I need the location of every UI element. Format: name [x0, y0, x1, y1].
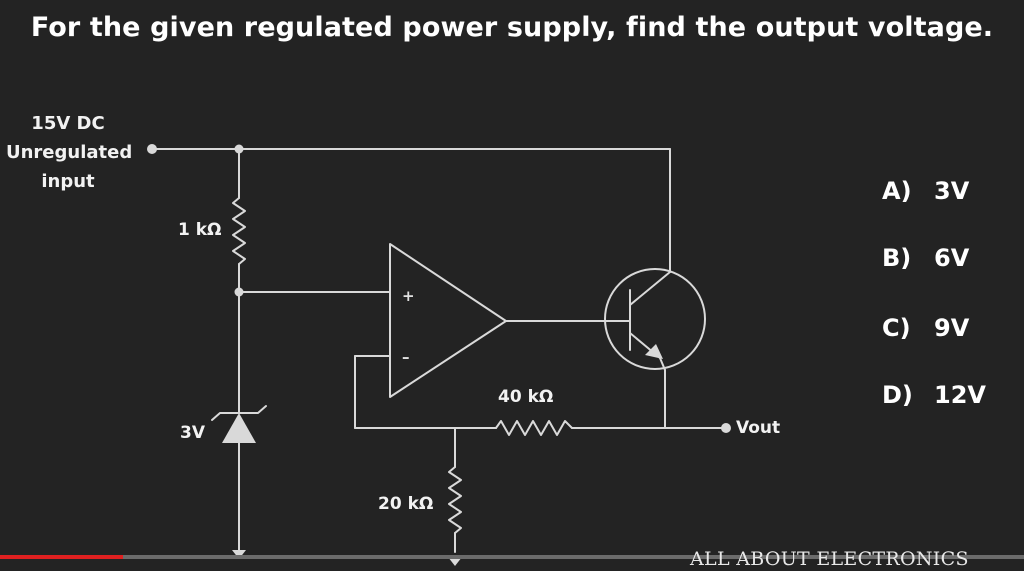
ground-arrow-left	[232, 550, 246, 559]
output-terminal	[721, 423, 731, 433]
option-c[interactable]: C) 9V	[882, 314, 969, 342]
label-40k: 40 kΩ	[498, 387, 554, 407]
option-b-letter: B)	[882, 244, 912, 272]
option-d-value: 12V	[934, 381, 986, 409]
option-d[interactable]: D) 12V	[882, 381, 986, 409]
junction-top	[234, 144, 244, 154]
option-d-letter: D)	[882, 381, 913, 409]
option-c-letter: C)	[882, 314, 911, 342]
transistor-circle	[604, 268, 706, 370]
input-label: 15V DC Unregulated input	[6, 109, 133, 196]
question-title: For the given regulated power supply, fi…	[30, 12, 994, 43]
video-progress-fill	[0, 555, 123, 559]
ground-arrow-right	[448, 557, 462, 566]
input-label-line-1: 15V DC	[31, 113, 105, 134]
option-c-value: 9V	[934, 314, 970, 342]
brand-watermark: ALL ABOUT ELECTRONICS	[690, 548, 969, 570]
option-b[interactable]: B) 6V	[882, 244, 969, 272]
label-1k: 1 kΩ	[178, 220, 222, 240]
option-a[interactable]: A) 3V	[882, 177, 969, 205]
label-20k: 20 kΩ	[378, 494, 434, 514]
wire-emitter	[659, 357, 666, 371]
resistor-20k	[448, 466, 462, 534]
input-terminal	[147, 144, 157, 154]
input-label-line-3: input	[41, 171, 95, 192]
transistor-emitter-arrow	[645, 344, 663, 359]
option-b-value: 6V	[934, 244, 970, 272]
transistor-collector	[629, 271, 671, 306]
resistor-1k	[232, 197, 246, 265]
opamp-plus-sign: +	[402, 287, 415, 305]
video-progress-bar[interactable]	[0, 555, 1024, 559]
zener-triangle	[222, 413, 256, 443]
option-a-letter: A)	[882, 177, 912, 205]
opamp-minus-sign: –	[402, 348, 410, 366]
label-zener: 3V	[180, 423, 205, 443]
label-vout: Vout	[736, 418, 781, 438]
option-a-value: 3V	[934, 177, 970, 205]
junction-mid	[234, 287, 244, 297]
input-label-line-2: Unregulated	[6, 142, 133, 163]
opamp-symbol	[389, 243, 507, 398]
resistor-40k	[495, 420, 573, 436]
